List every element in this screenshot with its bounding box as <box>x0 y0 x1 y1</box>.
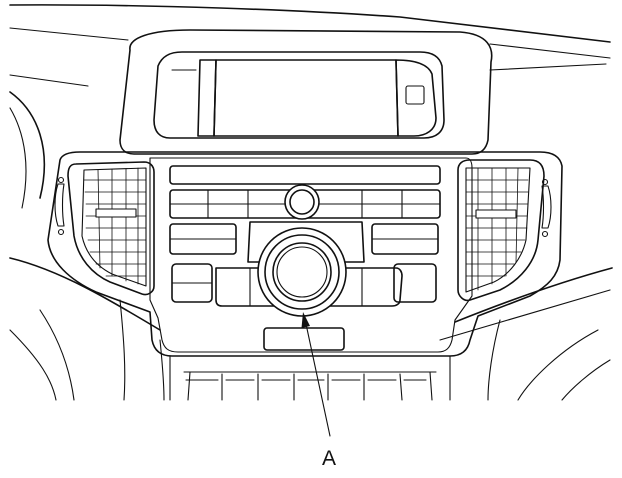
display-button <box>405 85 425 105</box>
screen-right-bezel <box>395 59 437 137</box>
dash-lower-right-line-2 <box>439 289 611 341</box>
left-knee-panel <box>39 309 75 401</box>
dash-lower-right-line <box>454 267 613 323</box>
right-vent-slats-vertical <box>477 167 519 291</box>
right-vent-side-knob <box>541 185 552 229</box>
interface-dial <box>272 242 332 302</box>
volume-knob <box>289 189 315 215</box>
left-console-edge-2 <box>159 339 165 401</box>
left-vent-slats-vertical <box>97 167 139 285</box>
dash-left-inner-curve <box>9 107 27 209</box>
dash-lower-left-line <box>9 257 161 331</box>
callout-a: A <box>301 312 336 470</box>
cd-slot <box>169 165 441 185</box>
lower-switch-dividers <box>169 355 451 401</box>
dash-upper-line-right <box>489 43 611 59</box>
left-console-edge <box>119 299 126 401</box>
console-outer <box>47 151 563 357</box>
upper-button-dividers-vertical <box>207 189 403 219</box>
left-air-vent <box>54 161 155 296</box>
dash-left-curve <box>9 91 46 199</box>
left-vent-side-knob <box>54 183 65 227</box>
dash-upper-line-left <box>9 27 129 41</box>
dashboard-outline <box>9 4 613 341</box>
left-vent-tab <box>95 208 137 218</box>
left-vent-knob-dot-top <box>57 176 65 184</box>
right-vent-tab <box>475 209 517 219</box>
interface-dial-ring <box>257 227 347 317</box>
callout-a-leader-line <box>305 323 331 437</box>
console-faceplate <box>149 157 473 353</box>
display-screen <box>213 59 399 137</box>
right-knee-panel <box>517 329 599 401</box>
screen-left-bezel <box>197 59 217 137</box>
right-vent-slats-horizontal <box>465 179 529 277</box>
callout-a-arrowhead <box>301 312 310 328</box>
center-bezel <box>247 221 365 263</box>
right-air-vent <box>457 159 552 302</box>
right-vent-frame <box>457 159 545 302</box>
left-vent-inner <box>81 167 147 287</box>
audio-unit <box>169 165 441 317</box>
dash-mid-line-right <box>489 63 607 71</box>
display-hood <box>119 29 493 155</box>
left-vent-knob-dot-bottom <box>57 228 65 236</box>
lower-center-panel <box>215 267 403 307</box>
callout-a-label: A <box>322 447 336 470</box>
right-console-edge <box>487 319 501 401</box>
interface-dial-center <box>276 246 328 298</box>
right-vent-knob-dot-top <box>541 178 549 186</box>
right-vent-knob-dot-bottom <box>541 230 549 238</box>
left-vent-slats-horizontal <box>83 179 147 277</box>
lower-console <box>9 299 611 401</box>
display-hood-inner <box>153 51 445 139</box>
right-knee-panel-2 <box>561 359 611 401</box>
left-vent-frame <box>67 161 155 296</box>
left-knee-panel-2 <box>9 329 57 401</box>
interface-dial-bezel <box>264 234 340 310</box>
right-vent-inner <box>465 167 531 293</box>
lower-right-button <box>393 263 437 303</box>
dash-mid-line-left <box>9 74 89 87</box>
dash-top-edge <box>9 4 611 43</box>
center-panel <box>47 151 563 357</box>
lower-center-dividers <box>249 267 363 307</box>
hazard-switch <box>263 327 345 351</box>
